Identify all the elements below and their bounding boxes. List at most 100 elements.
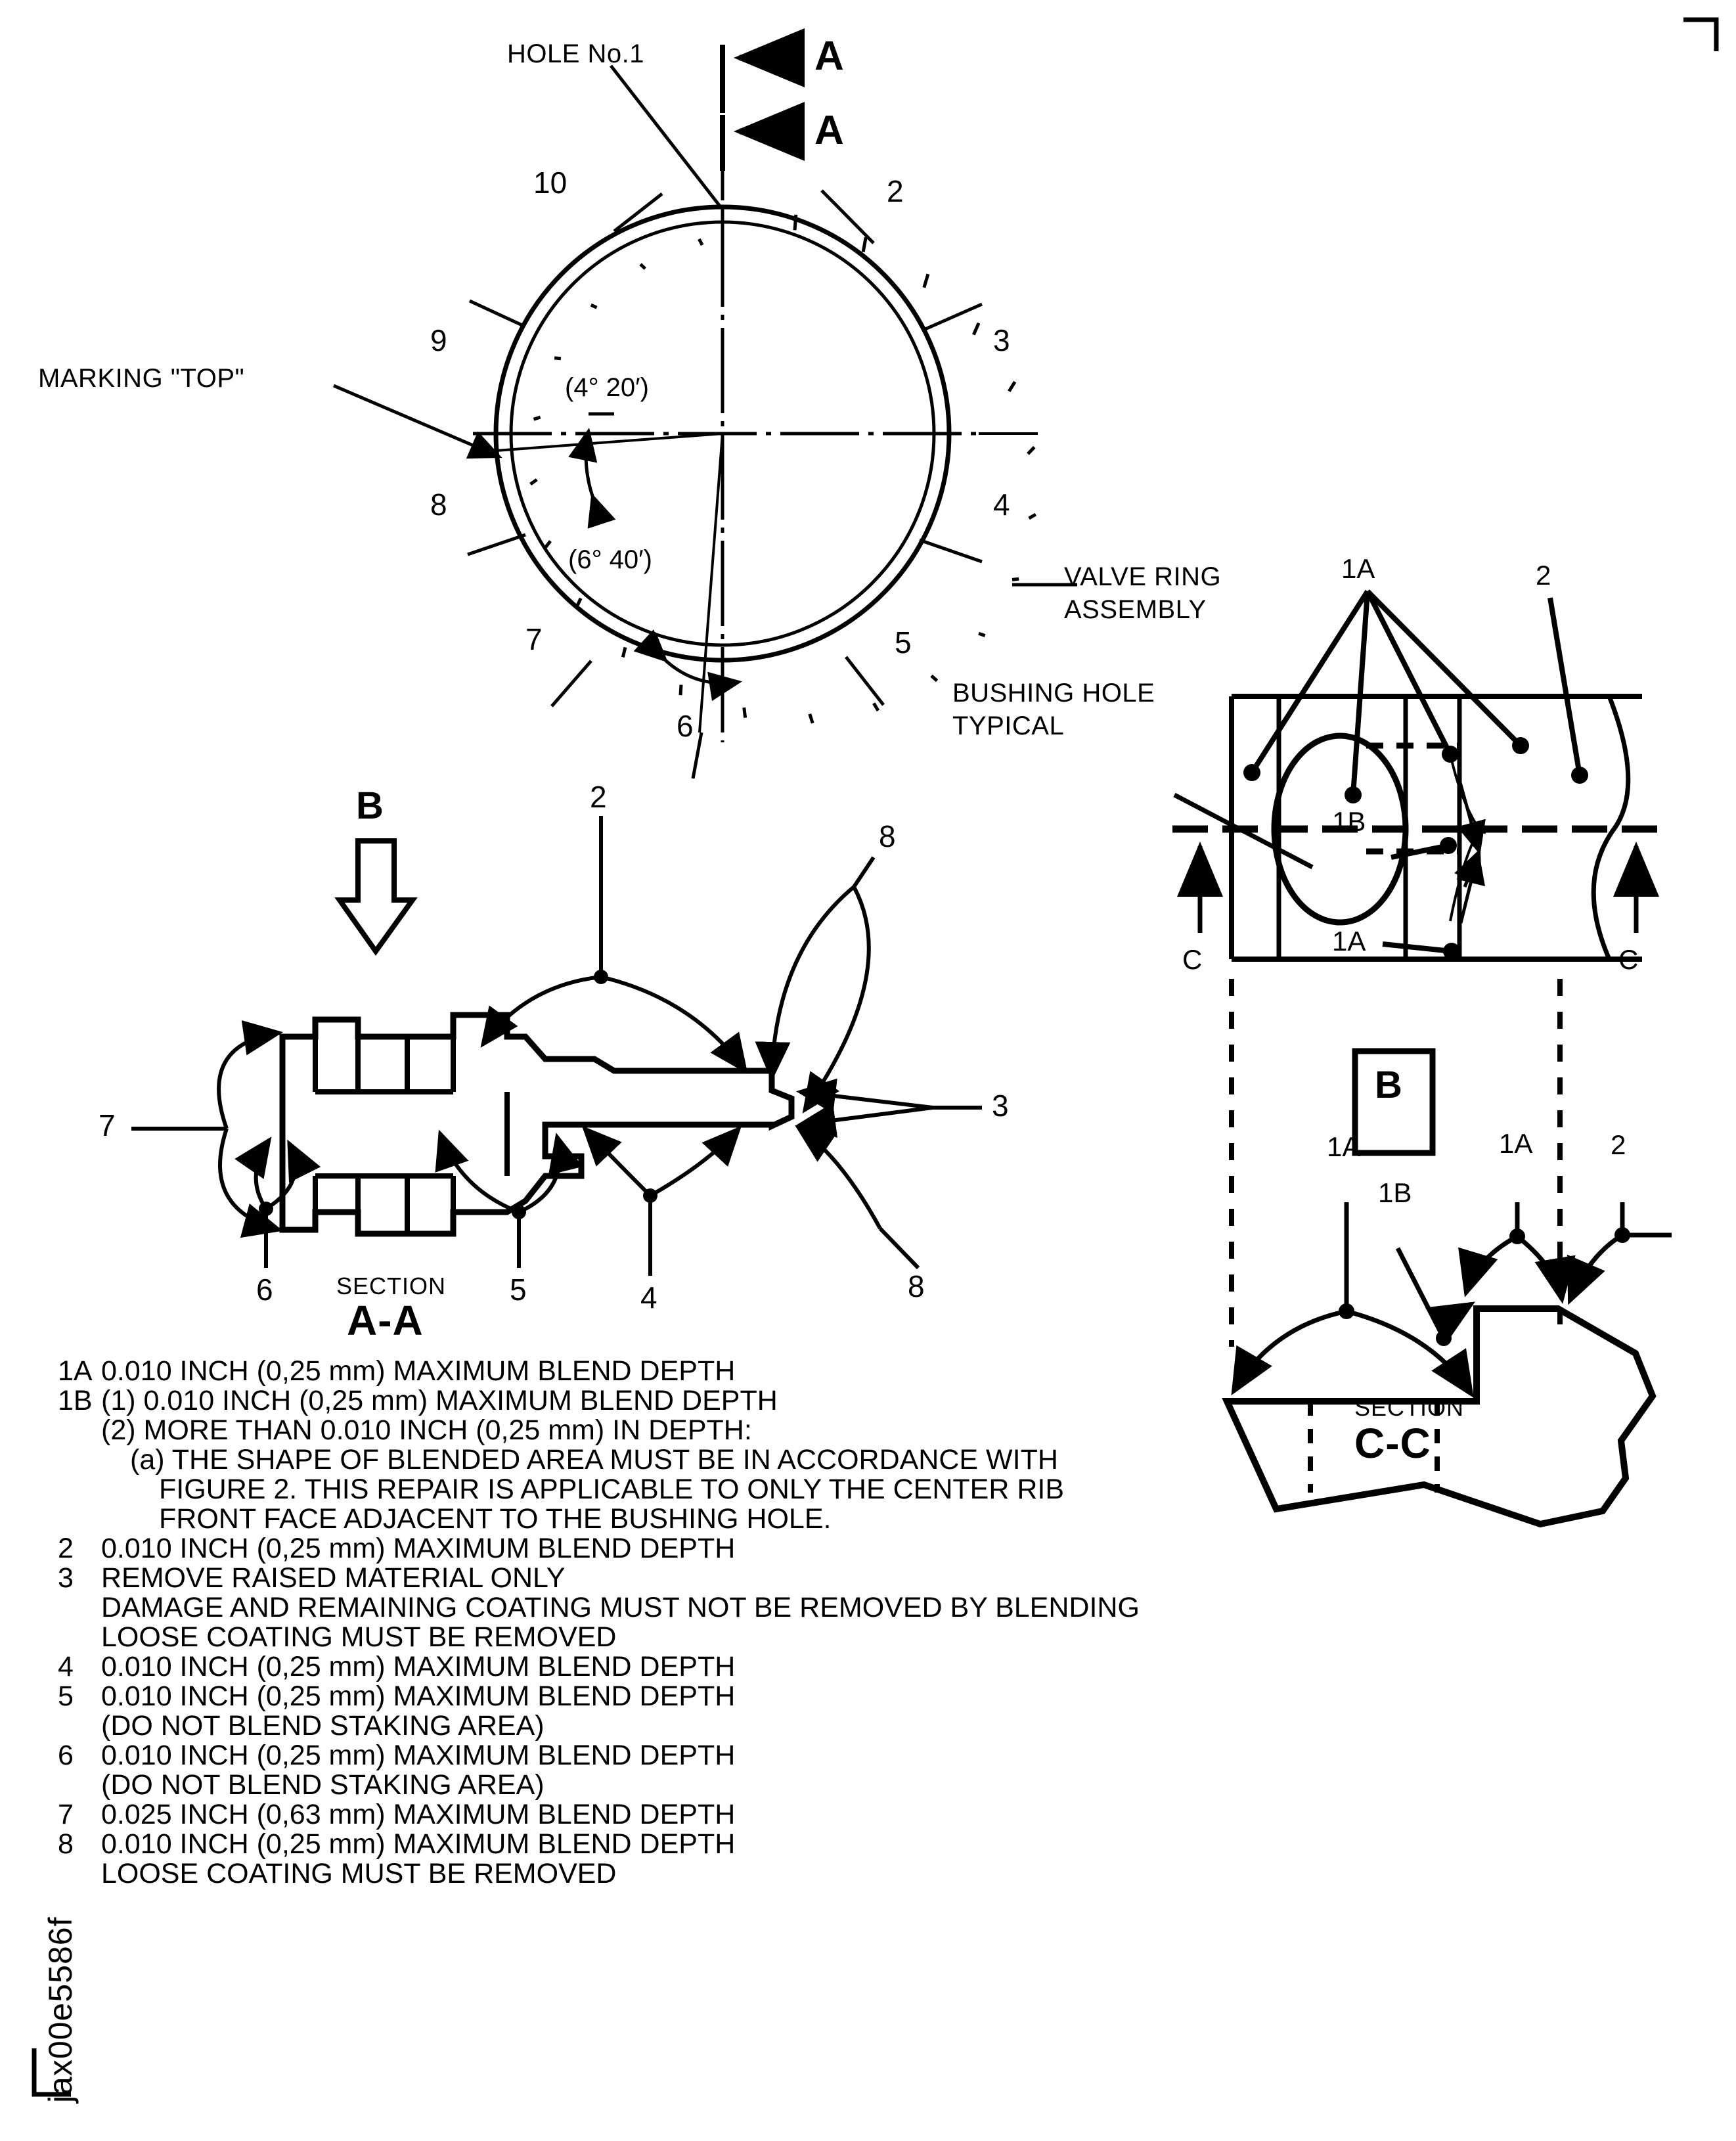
ring-tick-4: 4	[993, 487, 1010, 522]
cc-callout-1a-right: 1A	[1499, 1128, 1533, 1159]
note-key: 1A	[58, 1355, 93, 1387]
note-row: (DO NOT BLEND STAKING AREA)	[58, 1769, 1569, 1801]
note-text: (2) MORE THAN 0.010 INCH (0,25 mm) IN DE…	[101, 1414, 752, 1446]
section-aa-leaders	[131, 816, 982, 1276]
note-row: (DO NOT BLEND STAKING AREA)	[58, 1710, 1569, 1742]
valve-ring-top-view	[473, 115, 1038, 742]
marking-top-radius	[495, 432, 723, 452]
projection-lines-cc	[1229, 979, 1563, 1347]
note-key: 6	[58, 1740, 74, 1771]
section-arrow-A-bottom	[720, 102, 805, 171]
ring-callout-leaders	[467, 189, 983, 779]
aa-callout-2: 2	[590, 780, 607, 814]
angle-4-20-label: (4° 20′)	[565, 373, 649, 402]
note-text: FRONT FACE ADJACENT TO THE BUSHING HOLE.	[159, 1503, 832, 1535]
figure-id-label: jax00e5586f	[42, 1916, 79, 2103]
section-letter-a-top: A	[814, 34, 844, 79]
leader-hole-no1	[610, 64, 722, 208]
section-arrow-A-top	[720, 28, 805, 113]
detail-callout-1a-bottom: 1A	[1332, 926, 1366, 957]
note-row: LOOSE COATING MUST BE REMOVED	[58, 1621, 1569, 1653]
section-aa-internal-lines	[280, 1020, 510, 1234]
note-text: LOOSE COATING MUST BE REMOVED	[101, 1858, 617, 1889]
note-text: 0.010 INCH (0,25 mm) MAXIMUM BLEND DEPTH	[101, 1651, 736, 1682]
note-key: 1B	[58, 1385, 93, 1416]
ring-segment-ticks	[529, 207, 1037, 724]
angle-6-40-label: (6° 40′)	[568, 545, 652, 574]
section-cc-leaders	[1231, 1202, 1672, 1398]
note-key: 2	[58, 1533, 74, 1564]
detail-callout-1a-leaders	[1243, 589, 1529, 803]
ring-tick-2: 2	[887, 174, 904, 208]
bushing-hole-label-line1: BUSHING HOLE	[952, 679, 1155, 708]
note-text: REMOVE RAISED MATERIAL ONLY	[101, 1562, 566, 1594]
note-text: 0.010 INCH (0,25 mm) MAXIMUM BLEND DEPTH	[101, 1533, 736, 1564]
section-letter-c-right: C	[1618, 944, 1639, 975]
ring-tick-8: 8	[430, 487, 447, 522]
note-row: 4 0.010 INCH (0,25 mm) MAXIMUM BLEND DEPT…	[58, 1651, 1569, 1682]
detail-callout-1a-low-leader	[1382, 941, 1460, 960]
ring-tick-6: 6	[677, 709, 694, 743]
note-text: FIGURE 2. THIS REPAIR IS APPLICABLE TO O…	[159, 1474, 1064, 1505]
section-aa-title-small: SECTION	[336, 1273, 447, 1299]
detail-callout-1b: 1B	[1332, 806, 1366, 837]
hole-no1-label: HOLE No.1	[507, 39, 645, 68]
ring-tick-10: 10	[533, 166, 568, 200]
valve-ring-assembly-line1: VALVE RING	[1064, 562, 1222, 591]
detail-callout-2: 2	[1536, 560, 1551, 591]
aa-callout-7: 7	[99, 1108, 116, 1142]
note-row: 1B (1) 0.010 INCH (0,25 mm) MAXIMUM BLEND…	[58, 1385, 1569, 1416]
section-cc-geometry	[1222, 1305, 1657, 1528]
note-row: LOOSE COATING MUST BE REMOVED	[58, 1858, 1569, 1889]
note-row: DAMAGE AND REMAINING COATING MUST NOT BE…	[58, 1592, 1569, 1623]
leader-marking-top	[333, 384, 502, 459]
crop-mark-top-right	[1683, 17, 1719, 51]
cc-callout-1a-left: 1A	[1327, 1131, 1361, 1162]
section-letter-c-left: C	[1182, 944, 1203, 975]
note-key: 8	[58, 1828, 74, 1860]
detail-callout-2-leader	[1547, 597, 1588, 784]
cc-callout-2: 2	[1611, 1129, 1626, 1160]
section-aa-title-big: A-A	[347, 1297, 424, 1344]
aa-view-arrow-letter-b: B	[356, 784, 384, 827]
section-letter-a-bottom: A	[814, 108, 844, 153]
cc-callout-1b: 1B	[1378, 1177, 1412, 1208]
detail-callout-1a-top: 1A	[1341, 553, 1375, 584]
note-row: (a) THE SHAPE OF BLENDED AREA MUST BE IN…	[58, 1444, 1569, 1476]
ring-tick-7: 7	[525, 622, 543, 656]
marking-top-label: MARKING "TOP"	[38, 364, 245, 393]
note-key: 4	[58, 1651, 74, 1682]
note-text: (1) 0.010 INCH (0,25 mm) MAXIMUM BLEND D…	[101, 1385, 778, 1416]
note-key: 3	[58, 1562, 74, 1594]
view-arrow-B	[334, 838, 418, 956]
crop-mark-bottom-left	[32, 2048, 71, 2097]
note-row: 3 REMOVE RAISED MATERIAL ONLY	[58, 1562, 1569, 1594]
note-row: FRONT FACE ADJACENT TO THE BUSHING HOLE.	[58, 1503, 1569, 1535]
detail-callout-1b-leader	[1391, 837, 1457, 860]
note-text: (DO NOT BLEND STAKING AREA)	[101, 1769, 545, 1801]
angle-dim-4-20	[568, 412, 616, 529]
aa-callout-5: 5	[510, 1273, 527, 1307]
note-text: DAMAGE AND REMAINING COATING MUST NOT BE…	[101, 1592, 1140, 1623]
angle-dim-6-40	[633, 629, 742, 702]
note-row: FIGURE 2. THIS REPAIR IS APPLICABLE TO O…	[58, 1474, 1569, 1505]
bushing-hole-label-line2: TYPICAL	[952, 711, 1065, 740]
detail-label-box-B	[1352, 1048, 1436, 1156]
note-row: 5 0.010 INCH (0,25 mm) MAXIMUM BLEND DEPT…	[58, 1680, 1569, 1712]
note-text: 0.010 INCH (0,25 mm) MAXIMUM BLEND DEPTH	[101, 1680, 736, 1712]
ring-tick-5: 5	[895, 625, 912, 660]
note-text: 0.010 INCH (0,25 mm) MAXIMUM BLEND DEPTH	[101, 1355, 736, 1387]
note-key: 5	[58, 1680, 74, 1712]
note-row: (2) MORE THAN 0.010 INCH (0,25 mm) IN DE…	[58, 1414, 1569, 1446]
note-text: LOOSE COATING MUST BE REMOVED	[101, 1621, 617, 1653]
ring-tick-3: 3	[993, 323, 1010, 357]
note-text: (DO NOT BLEND STAKING AREA)	[101, 1710, 545, 1742]
bottom-offset-radius	[698, 433, 724, 733]
section-cc-title-small: SECTION	[1354, 1394, 1465, 1421]
